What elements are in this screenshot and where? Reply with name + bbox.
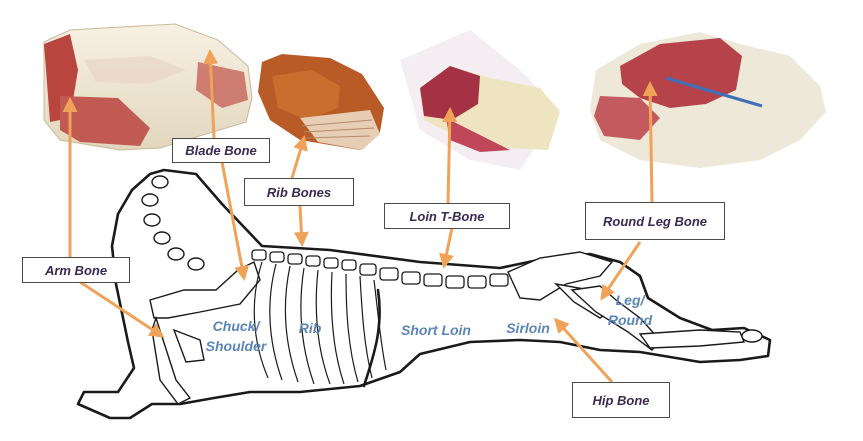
chuck-shoulder-region-label: Chuck/ Shoulder xyxy=(196,316,276,356)
round-leg-bone-label: Round Leg Bone xyxy=(585,202,725,240)
round-leg-cut-image xyxy=(590,32,826,168)
rib-cage xyxy=(253,261,387,385)
rib-bones-label: Rib Bones xyxy=(244,178,354,206)
rib-bones-arrow-down xyxy=(293,205,309,247)
short-loin-region-label: Short Loin xyxy=(401,322,471,338)
loin-tbone-cut-image xyxy=(400,30,560,170)
round-arrow-up xyxy=(642,81,658,203)
pointer-arrows xyxy=(62,49,658,384)
arm-bone-arrow-down xyxy=(79,280,165,338)
blade-bone-arrow-up xyxy=(203,49,219,139)
loin-arrow-up xyxy=(442,107,458,205)
loin-arrow-down xyxy=(439,227,454,269)
hip-bone-arrow xyxy=(553,317,614,384)
leg-label-line2: Round xyxy=(607,312,653,328)
spine-vertebrae xyxy=(251,249,509,289)
chuck-cut-image xyxy=(43,23,253,151)
rib-bones-arrow-up xyxy=(290,135,308,179)
hip-bone-label: Hip Bone xyxy=(572,382,670,418)
chuck-label-line2: Shoulder xyxy=(205,338,267,354)
skeleton-drawing xyxy=(141,175,261,405)
rib-region-label: Rib xyxy=(298,320,322,336)
carcass-outline xyxy=(76,168,772,420)
sirloin-region-label: Sirloin xyxy=(506,320,550,336)
bone-marker-line xyxy=(665,76,763,108)
blade-bone-label: Blade Bone xyxy=(172,138,270,163)
leg-round-region-label: Leg/ Round xyxy=(600,290,660,330)
leg-label-line1: Leg/ xyxy=(615,292,645,308)
chuck-label-line1: Chuck/ xyxy=(212,318,260,334)
pelvis-and-leg-bones xyxy=(507,251,763,351)
arm-bone-label: Arm Bone xyxy=(22,257,130,283)
rib-cut-image xyxy=(258,54,384,150)
blade-bone-arrow-down xyxy=(220,161,250,281)
round-arrow-down xyxy=(600,241,642,301)
loin-tbone-label: Loin T-Bone xyxy=(384,203,510,229)
